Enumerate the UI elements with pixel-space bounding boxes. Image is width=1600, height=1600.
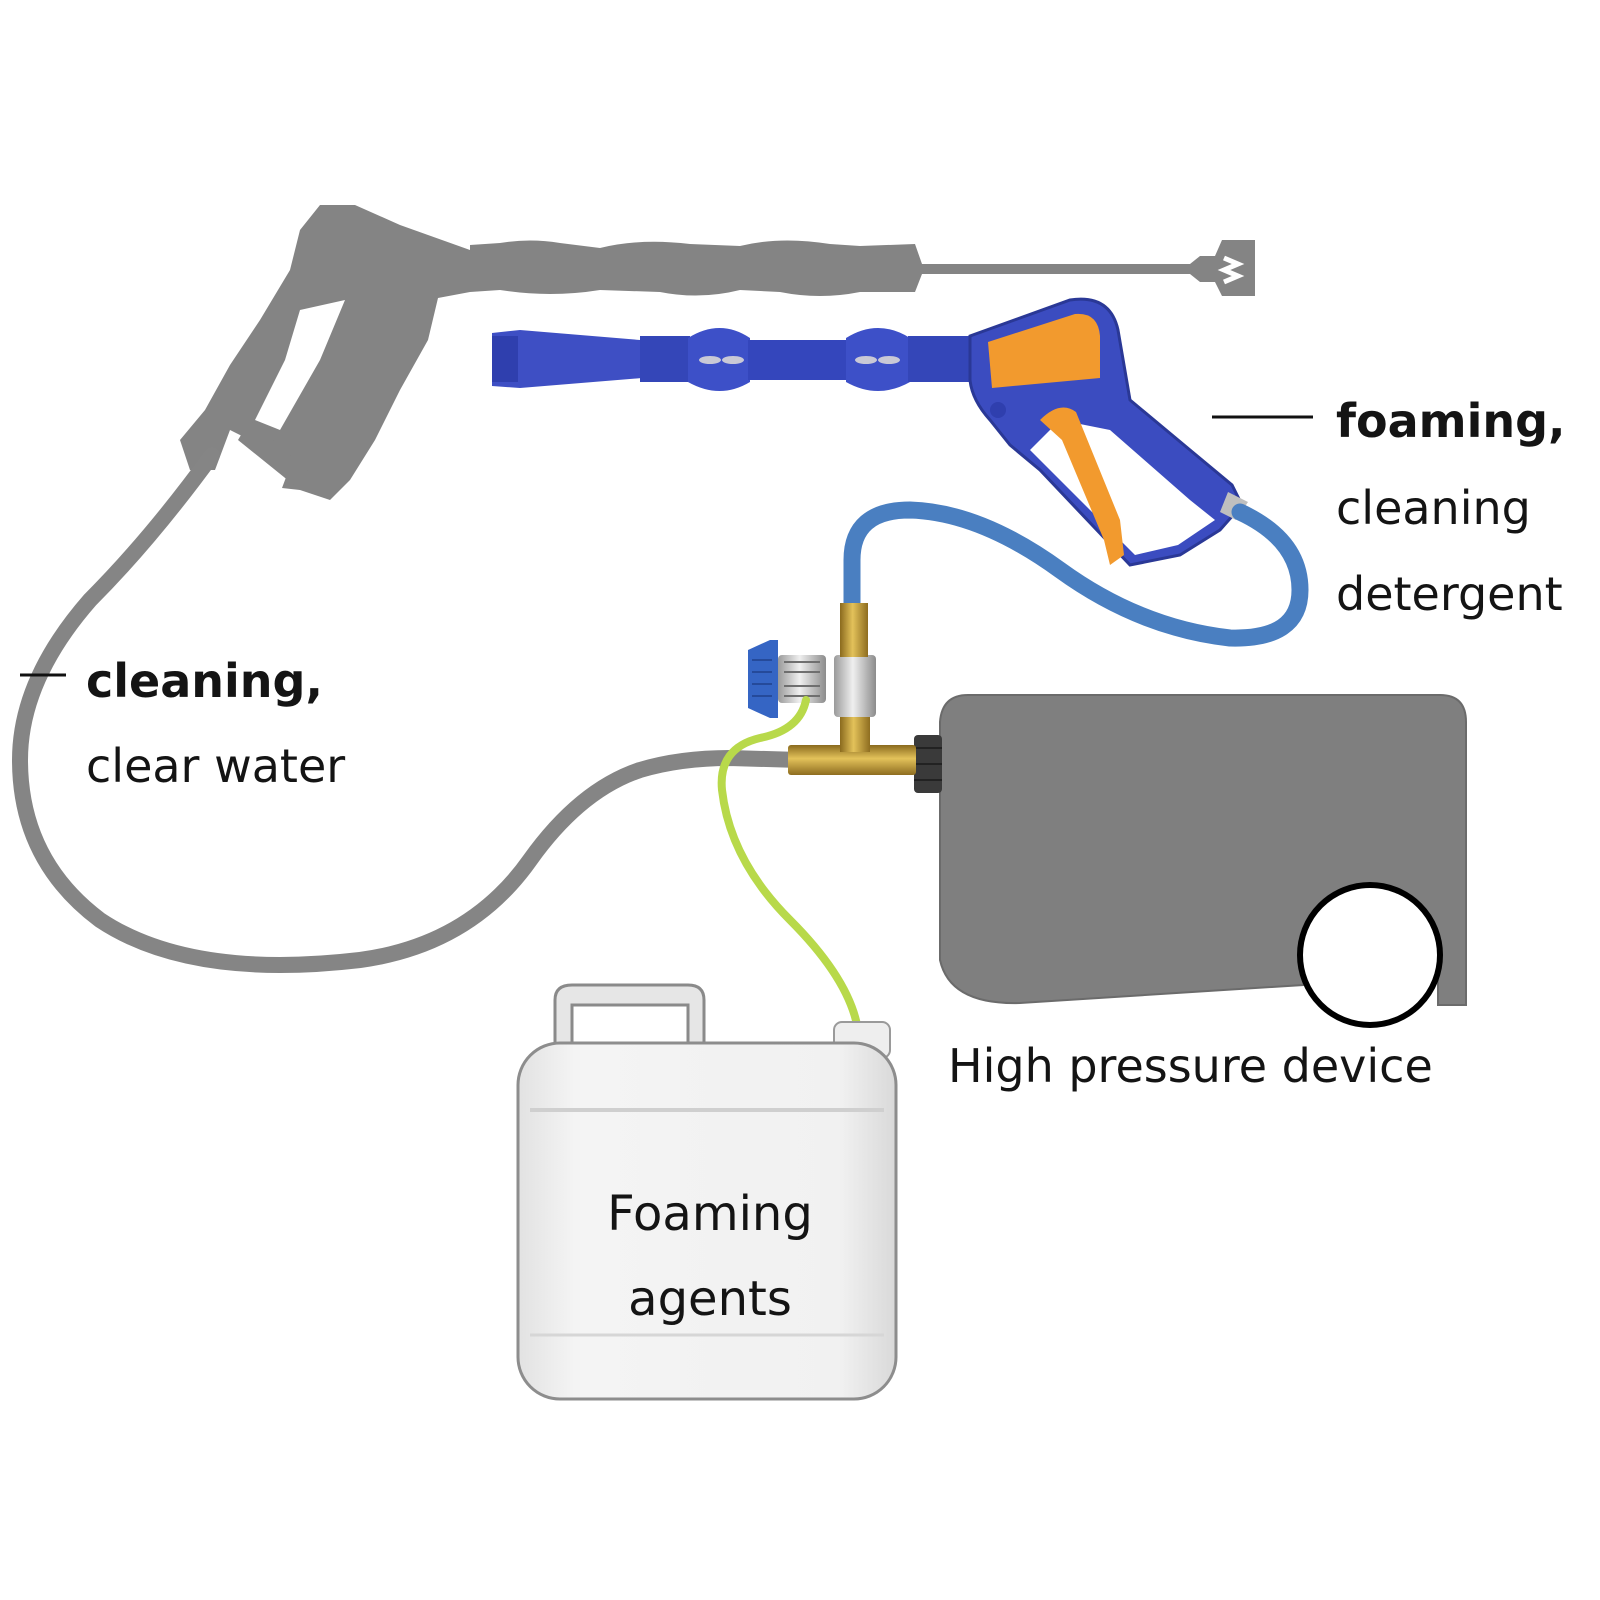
cleaning-label-line2: clear water bbox=[86, 739, 346, 793]
foam-gun-nozzle bbox=[492, 330, 642, 388]
canister-handle bbox=[553, 983, 706, 1047]
device-wheel bbox=[1297, 882, 1443, 1028]
foaming-label-line1: foaming, bbox=[1336, 394, 1566, 448]
injector-adjustment-knob-icon[interactable] bbox=[748, 640, 778, 718]
cleaning-spray-gun bbox=[180, 205, 1255, 500]
foaming-label-line3: detergent bbox=[1336, 567, 1563, 621]
foaming-label-line2: cleaning bbox=[1336, 481, 1531, 535]
foam-gun-orange-panel bbox=[988, 313, 1100, 388]
canister-label-line2: agents bbox=[628, 1271, 792, 1327]
cleaning-label-line1: cleaning, bbox=[86, 654, 323, 708]
foam-gun-trigger bbox=[1040, 407, 1124, 565]
foaming-agent-canister bbox=[516, 983, 898, 1401]
cleaning-gun-trigger bbox=[282, 340, 362, 490]
device-label: High pressure device bbox=[948, 1039, 1433, 1093]
cleaning-gun-lance bbox=[470, 240, 1255, 296]
detergent-suction-hose bbox=[717, 696, 862, 1034]
foam-injector bbox=[748, 603, 916, 775]
cleaning-gun-body bbox=[180, 205, 470, 500]
high-pressure-device bbox=[914, 694, 1467, 1028]
foam-hose bbox=[843, 501, 1309, 647]
canister-label-line1: Foaming bbox=[607, 1186, 813, 1242]
foam-spray-gun bbox=[492, 297, 1248, 567]
clear-water-hose bbox=[11, 447, 808, 973]
injector-knurled-nut bbox=[778, 655, 826, 703]
canister-body bbox=[516, 1041, 898, 1401]
